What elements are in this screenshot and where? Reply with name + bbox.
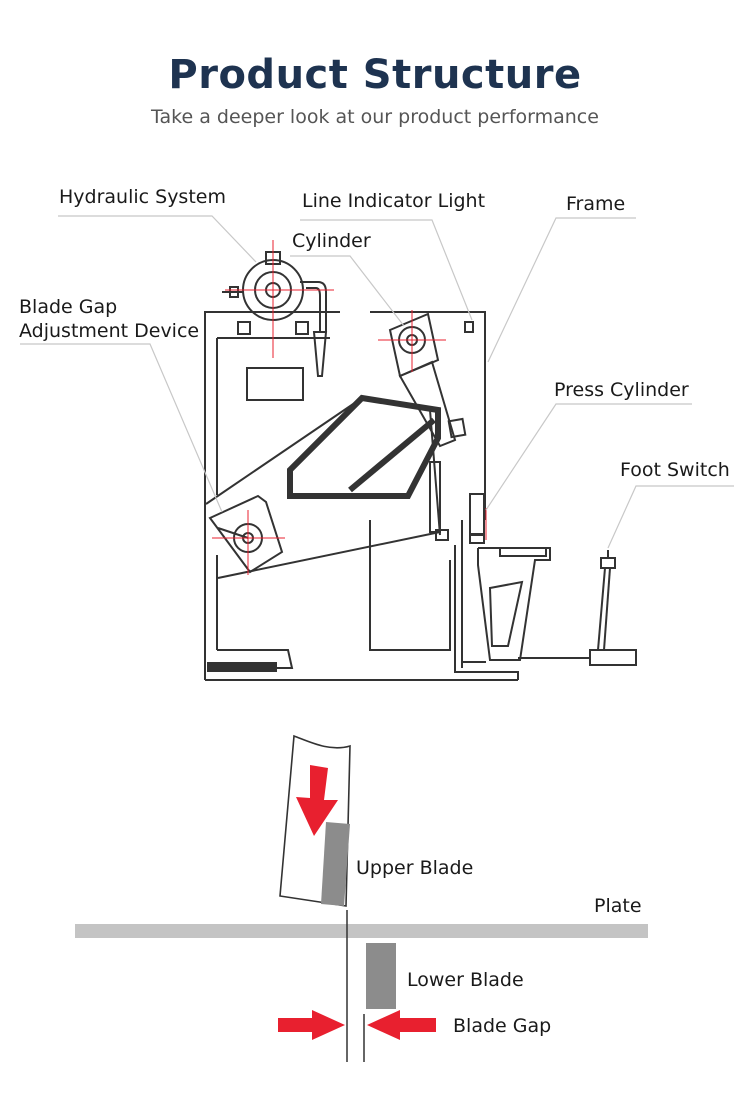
right-arrow-icon	[278, 1010, 345, 1040]
label-frame: Frame	[566, 193, 625, 215]
label-lower-blade: Lower Blade	[407, 969, 524, 991]
label-adjustment-device: Adjustment Device	[19, 320, 199, 342]
label-plate: Plate	[594, 895, 642, 917]
label-foot-switch: Foot Switch	[620, 459, 730, 481]
page-title: Product Structure	[168, 52, 582, 98]
blade-beam	[205, 394, 449, 579]
foot-switch	[518, 550, 637, 666]
machine-drawing	[204, 251, 637, 681]
label-line-indicator-light: Line Indicator Light	[302, 190, 485, 212]
label-blade-gap: Blade Gap	[19, 296, 117, 318]
blade-detail: Upper Blade Plate Lower Blade Blade Gap	[75, 734, 648, 1062]
upper-blade	[321, 822, 350, 906]
lower-blade	[366, 943, 396, 1009]
down-arrow-icon	[296, 765, 338, 836]
machine-labels: Hydraulic System Line Indicator Light Fr…	[19, 186, 730, 481]
machine-frame	[204, 311, 518, 681]
label-blade-gap-detail: Blade Gap	[453, 1015, 551, 1037]
hydraulic-system	[222, 251, 328, 377]
blade-gap-adjustment-device	[208, 494, 284, 574]
label-hydraulic-system: Hydraulic System	[59, 186, 226, 208]
table-stand	[454, 545, 551, 680]
centre-lines	[212, 240, 487, 575]
label-cylinder: Cylinder	[292, 230, 371, 252]
press-cylinder	[461, 321, 485, 560]
plate	[75, 924, 648, 938]
upper-blade-holder	[279, 734, 351, 907]
page-subtitle: Take a deeper look at our product perfor…	[151, 106, 599, 128]
left-arrow-icon	[367, 1010, 436, 1040]
label-press-cylinder: Press Cylinder	[554, 379, 689, 401]
label-upper-blade: Upper Blade	[356, 857, 473, 879]
leader-lines	[20, 215, 734, 549]
